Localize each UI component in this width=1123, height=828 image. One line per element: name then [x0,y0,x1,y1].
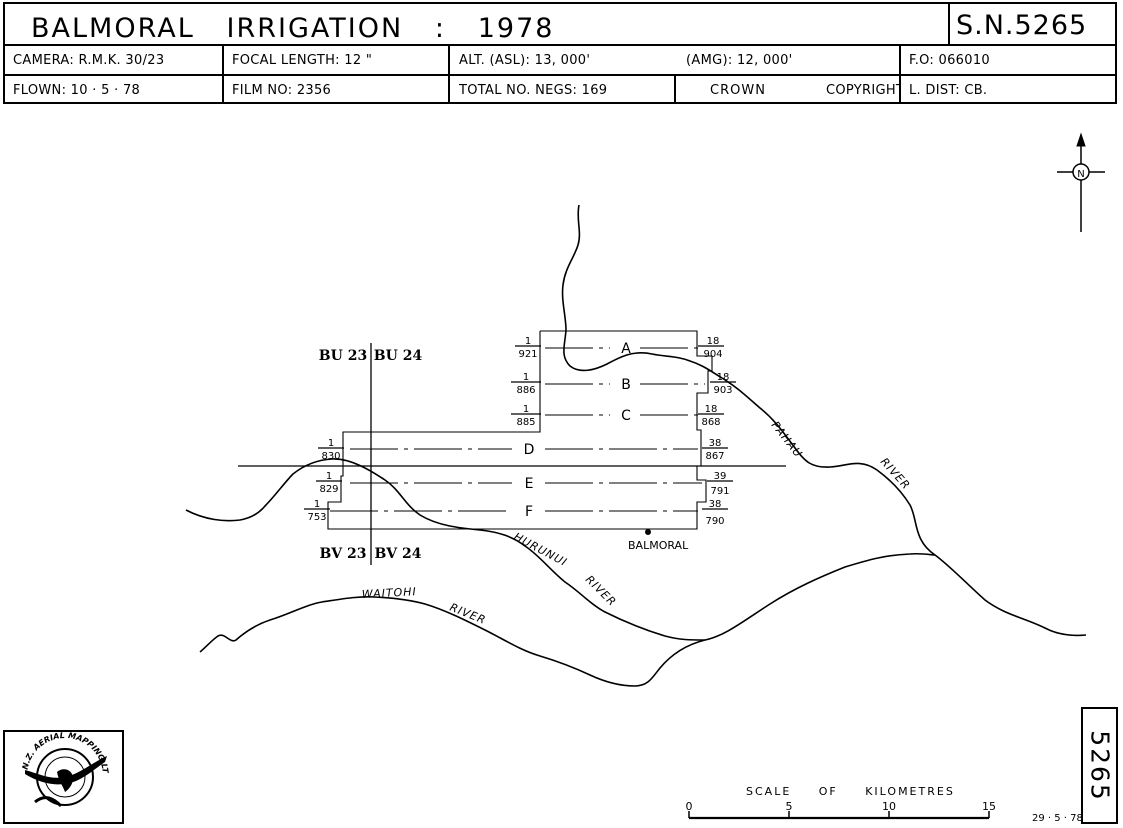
company-logo-box: N.Z. AERIAL MAPPING LTD. [3,730,124,824]
film-no-cell: FILM NO: 2356 [224,76,450,104]
run-e-end-top: 39 [714,471,727,482]
total-negs-text: TOTAL NO. NEGS: 169 [459,83,608,98]
sheet-number-cell: S.N.5265 [950,4,1117,46]
run-a-start-bottom: 921 [518,349,537,360]
copyright-text: COPYRIGHT [826,83,901,98]
run-fractions [304,345,736,510]
waitohi-river [199,596,706,687]
camera-text: CAMERA: R.M.K. 30/23 [13,53,165,68]
run-label-e: E [525,476,534,492]
run-c-end-bottom: 868 [701,417,720,428]
map-date: 29 · 5 · 78 [1032,813,1083,824]
scale-tick-15: 15 [982,800,996,813]
run-label-d: D [524,442,535,458]
run-label-a: A [621,341,631,357]
run-a-end-bottom: 904 [703,349,722,360]
balmoral-marker [645,529,651,535]
run-c-start-bottom: 885 [516,417,535,428]
river-label-waitohi-1: WAITOHI [361,585,417,601]
north-arrow [1057,132,1105,232]
run-d-end-bottom: 867 [705,451,724,462]
north-label: N [1077,169,1084,180]
scale-bar [688,811,990,820]
fo-cell: F.O: 066010 [901,46,1117,76]
rivers [185,204,1087,687]
run-c-start-top: 1 [523,404,529,415]
grid-label-bu23: BU 23 [319,348,367,364]
fo-text: F.O: 066010 [909,53,990,68]
scale-tick-10: 10 [882,800,896,813]
flown-cell: FLOWN: 10 · 5 · 78 [5,76,224,104]
run-label-b: B [621,377,631,393]
run-b-start-top: 1 [523,372,529,383]
map-title: BALMORAL IRRIGATION : 1978 [31,13,555,44]
run-e-end-bottom: 791 [710,486,729,497]
flown-text: FLOWN: 10 · 5 · 78 [13,83,141,98]
flight-runs [330,347,705,512]
total-negs-cell: TOTAL NO. NEGS: 169 [450,76,676,104]
run-label-f: F [525,504,533,520]
focal-length-text: FOCAL LENGTH: 12 " [232,53,373,68]
run-e-start-top: 1 [326,471,332,482]
pahau-river [561,204,1087,637]
film-no-text: FILM NO: 2356 [232,83,332,98]
tile-number-box: 5265 [1081,707,1118,824]
scale-tick-5: 5 [786,800,793,813]
header-table: BALMORAL IRRIGATION : 1978 S.N.5265 CAME… [3,2,1117,104]
scale-tick-0: 0 [686,800,693,813]
l-dist-cell: L. DIST: CB. [901,76,1117,104]
grid-label-bv23: BV 23 [319,546,366,562]
run-f-start-top: 1 [314,499,320,510]
title-cell: BALMORAL IRRIGATION : 1978 [5,4,950,46]
altitude-amg-text: (AMG): 12, 000' [686,53,793,68]
place-label-balmoral: BALMORAL [628,539,689,552]
grid-label-bv24: BV 24 [374,546,421,562]
river-label-pahau-1: PAHAU [769,419,805,460]
river-label-hurunui-2: RIVER [583,573,619,609]
company-logo: N.Z. AERIAL MAPPING LTD. [5,732,110,808]
crown-text: CROWN [710,83,766,98]
scale-title: SCALE OF KILOMETRES [746,785,955,798]
river-label-hurunui-1: HURUNUI [512,530,570,569]
l-dist-text: L. DIST: CB. [909,83,988,98]
altitude-asl-text: ALT. (ASL): 13, 000' [459,53,591,68]
altitude-cell: ALT. (ASL): 13, 000' (AMG): 12, 000' [450,46,901,76]
run-c-end-top: 18 [705,404,718,415]
run-a-end-top: 18 [707,336,720,347]
run-f-start-bottom: 753 [307,512,326,523]
grid-label-bu24: BU 24 [374,348,423,364]
tile-number: 5265 [1085,729,1114,802]
sheet-number: S.N.5265 [956,10,1088,41]
focal-length-cell: FOCAL LENGTH: 12 " [224,46,450,76]
run-b-start-bottom: 886 [516,385,535,396]
hurunui-river [185,458,936,641]
run-d-start-bottom: 830 [321,451,340,462]
run-f-end-top: 38 [709,499,722,510]
run-d-end-top: 38 [709,438,722,449]
run-a-start-top: 1 [525,336,531,347]
run-d-start-top: 1 [328,438,334,449]
copyright-cell: CROWN COPYRIGHT [676,76,901,104]
run-label-c: C [621,408,631,424]
camera-cell: CAMERA: R.M.K. 30/23 [5,46,224,76]
run-e-start-bottom: 829 [319,484,338,495]
run-b-end-top: 18 [717,372,730,383]
river-label-waitohi-2: RIVER [448,601,488,627]
run-b-end-bottom: 903 [713,385,732,396]
run-f-end-bottom: 790 [705,516,724,527]
